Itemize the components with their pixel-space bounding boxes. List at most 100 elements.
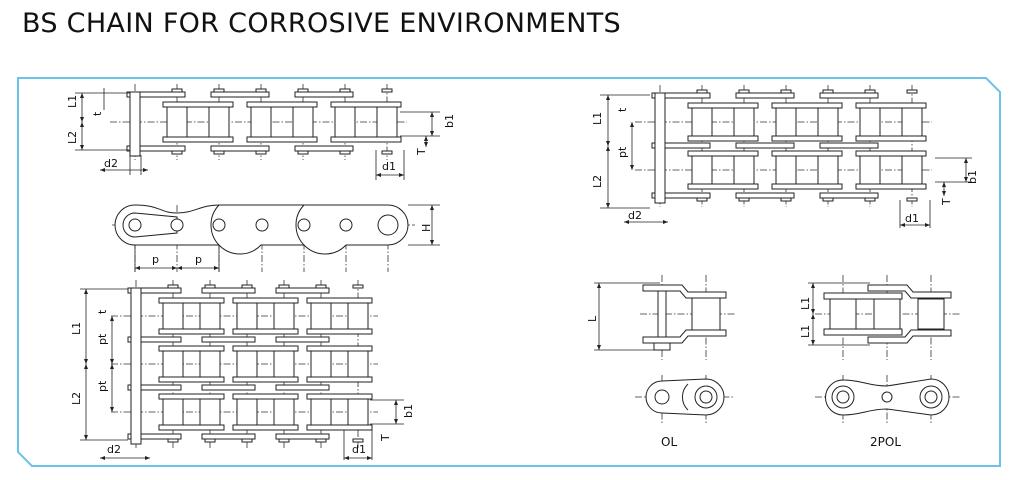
pin-head <box>822 89 834 94</box>
outer-link-plate <box>201 384 256 391</box>
pin-head <box>352 438 364 443</box>
outer-link-plate <box>735 192 795 199</box>
arrow-head <box>172 266 177 270</box>
inner-link-plate <box>232 393 299 400</box>
inner-link-plate <box>771 150 843 157</box>
outer-link-plate <box>735 92 795 99</box>
arrow-head <box>84 364 88 369</box>
dim-label-L: L <box>586 315 599 322</box>
outer-link-plate <box>127 336 182 343</box>
roller <box>901 107 923 137</box>
dim-label-l1: L1 <box>799 297 812 310</box>
pin-head <box>171 150 183 155</box>
inner-link-plate <box>158 328 225 335</box>
arrow-head <box>925 223 930 227</box>
pin-head <box>906 89 918 94</box>
roller <box>162 398 184 426</box>
pin-head <box>864 197 876 202</box>
pin-head <box>255 150 267 155</box>
dim-label-l2: L2 <box>66 131 79 144</box>
arrow-head <box>606 95 610 100</box>
pin-head <box>696 197 708 202</box>
pin-head <box>315 438 327 443</box>
pin-hole <box>836 390 850 404</box>
inner-link-plate <box>771 183 843 190</box>
arrow-head <box>424 136 428 141</box>
connecting-pin <box>130 287 142 445</box>
dim-label-p: p <box>195 253 202 266</box>
roller <box>273 398 295 426</box>
roller <box>347 302 369 330</box>
roller <box>236 350 258 378</box>
arrow-head <box>811 340 815 345</box>
pin-head <box>297 88 309 93</box>
roller <box>917 298 945 330</box>
pin-head <box>167 438 179 443</box>
roller <box>775 107 797 137</box>
offset-plate <box>642 329 727 344</box>
pin-hole <box>924 390 938 404</box>
inner-link-plate <box>855 150 927 157</box>
page-title: BS CHAIN FOR CORROSIVE ENVIRONMENTS <box>22 8 621 39</box>
outer-link-plate <box>127 433 182 440</box>
outer-link-plate <box>127 384 182 391</box>
arrow-head <box>624 220 629 224</box>
dim-label-b1: b1 <box>443 114 456 128</box>
pin-head <box>381 88 393 93</box>
offset-plate <box>867 284 952 299</box>
roller <box>236 398 258 426</box>
dim-label-l1: L1 <box>70 322 83 335</box>
dim-label-b1: b1 <box>402 404 415 418</box>
roller <box>347 350 369 378</box>
pin-head <box>167 284 179 289</box>
pin-hole <box>654 389 670 405</box>
inner-link-plate <box>158 393 225 400</box>
inner-link-plate <box>162 136 234 143</box>
arrow-head <box>367 456 372 460</box>
arrow-head <box>110 407 114 412</box>
arrow-head <box>80 122 84 127</box>
arrow-head <box>606 141 610 146</box>
roller <box>691 155 713 185</box>
arrow-head <box>606 146 610 151</box>
pin-head <box>278 438 290 443</box>
arrow-head <box>942 191 946 196</box>
arrow-head <box>394 400 398 405</box>
arrow-head <box>177 266 182 270</box>
arrow-head <box>135 266 140 270</box>
outer-link-plate <box>201 336 256 343</box>
roller <box>166 106 188 138</box>
arrow-head <box>399 173 404 177</box>
outer-link-plate <box>819 92 879 99</box>
arrow-head <box>430 240 434 245</box>
outer-link-plate <box>275 433 330 440</box>
arrow-head <box>80 93 84 98</box>
arrow-head <box>84 359 88 364</box>
pin-head <box>315 284 327 289</box>
arrow-head <box>84 435 88 440</box>
arrow-head <box>145 456 150 460</box>
dim-label-d2: d2 <box>628 209 642 222</box>
link-plate-arc <box>295 204 347 255</box>
roller <box>817 107 839 137</box>
offset-plate <box>642 284 727 299</box>
inner-link-plate <box>158 376 225 383</box>
roller <box>347 398 369 426</box>
arrow-head <box>80 117 84 122</box>
roller-end <box>377 214 399 236</box>
roller <box>236 302 258 330</box>
dim-label-pt: pt <box>96 333 109 345</box>
inner-link-plate <box>246 136 318 143</box>
arrow-head <box>630 122 634 127</box>
arrow-head <box>811 283 815 288</box>
dim-label-d2: d2 <box>107 443 121 456</box>
pin-head <box>738 197 750 202</box>
pin <box>657 290 667 338</box>
caption-2pol: 2POL <box>870 435 901 449</box>
inner-link-plate <box>306 297 373 304</box>
outer-link-plate <box>294 145 354 152</box>
arrow-head <box>630 165 634 170</box>
outer-link-plate <box>294 91 354 98</box>
pin-head <box>339 150 351 155</box>
inner-link-plate <box>158 424 225 431</box>
